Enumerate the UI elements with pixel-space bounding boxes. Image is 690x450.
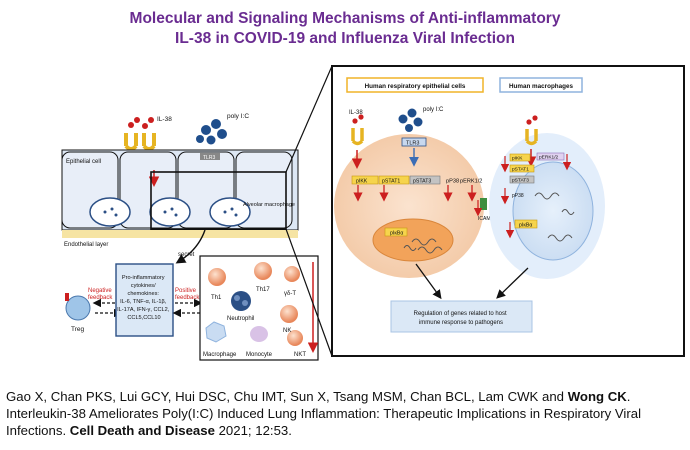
tlr3-label-left: TLR3 xyxy=(203,155,215,161)
page-title: Molecular and Signaling Mechanisms of An… xyxy=(129,10,561,27)
regulation-label: Regulation of genes related to host immu… xyxy=(414,311,509,326)
immune-cell-icons xyxy=(205,262,303,346)
epi-pstat3: pSTAT3 xyxy=(413,179,431,185)
nucleus-icons xyxy=(89,197,251,227)
citation-corresponding-author: Wong CK xyxy=(567,389,627,404)
th1-label: Th1 xyxy=(211,295,222,301)
positive-feedback-label: Positive feedback xyxy=(175,288,200,301)
th17-label: Th17 xyxy=(256,287,270,293)
epi-pikk: pIKK xyxy=(356,179,368,185)
nk-label: NK xyxy=(283,328,291,334)
il38-receptor-icon-mac xyxy=(525,115,538,146)
il38-receptor-icon-right xyxy=(351,114,364,146)
citation-journal: Cell Death and Disease xyxy=(69,423,215,438)
treg-label: Treg xyxy=(71,326,85,333)
endothelial-layer xyxy=(62,230,298,238)
epithelial-label: Epithelial cell xyxy=(66,159,101,165)
epithelial-header: Human respiratory epithelial cells xyxy=(365,83,466,90)
epi-pp38: pP38 xyxy=(446,179,459,185)
zoom-selection-box xyxy=(150,171,287,230)
citation-author-end: . xyxy=(626,389,631,404)
epi-perk: pERK1/2 xyxy=(460,179,482,185)
mechanism-diagram: IL-38 poly I:C Epithelial cell TLR3 Alve… xyxy=(61,65,685,361)
citation-title: Interleukin-38 Ameliorates Poly(I:C) Ind… xyxy=(6,406,642,438)
macrophage-header-box xyxy=(499,77,583,93)
secret-label: secret xyxy=(178,252,195,258)
regulation-box xyxy=(390,300,533,333)
mac-pikk: pIKK xyxy=(512,156,523,162)
polyic-label-left: poly I:C xyxy=(227,113,249,120)
treg-cell-icon xyxy=(65,295,91,321)
epithelial-header-box xyxy=(346,77,484,93)
gdt-label: γδ-T xyxy=(284,291,296,297)
il38-label-left: IL-38 xyxy=(157,116,172,123)
epi-pstat1: pSTAT1 xyxy=(382,179,400,185)
tlr3-label-right: TLR3 xyxy=(406,141,419,147)
macrophage-nucleus xyxy=(512,161,594,261)
nkt-label: NKT xyxy=(294,352,306,358)
citation-authors: Gao X, Chan PKS, Lui GCY, Hui DSC, Chu I… xyxy=(6,389,568,404)
mac-pstat3: pSTAT3 xyxy=(512,178,529,184)
endothelial-label: Endothelial layer xyxy=(64,242,108,248)
polyic-virus-icon-right xyxy=(398,108,423,132)
mac-perk: pERK1/2 xyxy=(539,155,559,161)
citation-details: 2021; 12:53. xyxy=(218,423,292,438)
epi-pikb: pIκBα xyxy=(390,231,403,237)
cytokines-label: Pro-inflammatory cytokines/ chemokines: … xyxy=(117,275,171,321)
icam1-marker xyxy=(480,198,487,210)
macrophage-label: Macrophage xyxy=(203,352,237,358)
mac-pikb: pIκBα xyxy=(519,223,532,229)
alveolar-macrophage-label: Alveolar macrophage xyxy=(243,202,295,208)
page-title-line2: IL-38 in COVID-19 and Influenza Viral In… xyxy=(175,30,515,47)
il38-receptor-icon xyxy=(124,117,156,151)
mac-pstat1: pSTAT1 xyxy=(512,167,529,173)
cytokines-box xyxy=(115,263,174,337)
mac-pp38: pP38 xyxy=(512,193,524,199)
tlr3-receptor xyxy=(401,137,427,147)
polyic-label-right: poly I:C xyxy=(423,107,444,113)
il38-label-right: IL-38 xyxy=(349,110,363,116)
neutrophil-label: Neutrophil xyxy=(227,316,254,322)
monocyte-label: Monocyte xyxy=(246,352,273,358)
tlr3-bar xyxy=(200,153,220,160)
icam1-label: ICAM-1 xyxy=(478,216,495,222)
negative-feedback-label: Negative feedback xyxy=(88,288,113,301)
polyic-virus-icon xyxy=(196,119,227,145)
macrophage-header: Human macrophages xyxy=(509,83,574,90)
citation: Gao X, Chan PKS, Lui GCY, Hui DSC, Chu I… xyxy=(6,388,686,439)
